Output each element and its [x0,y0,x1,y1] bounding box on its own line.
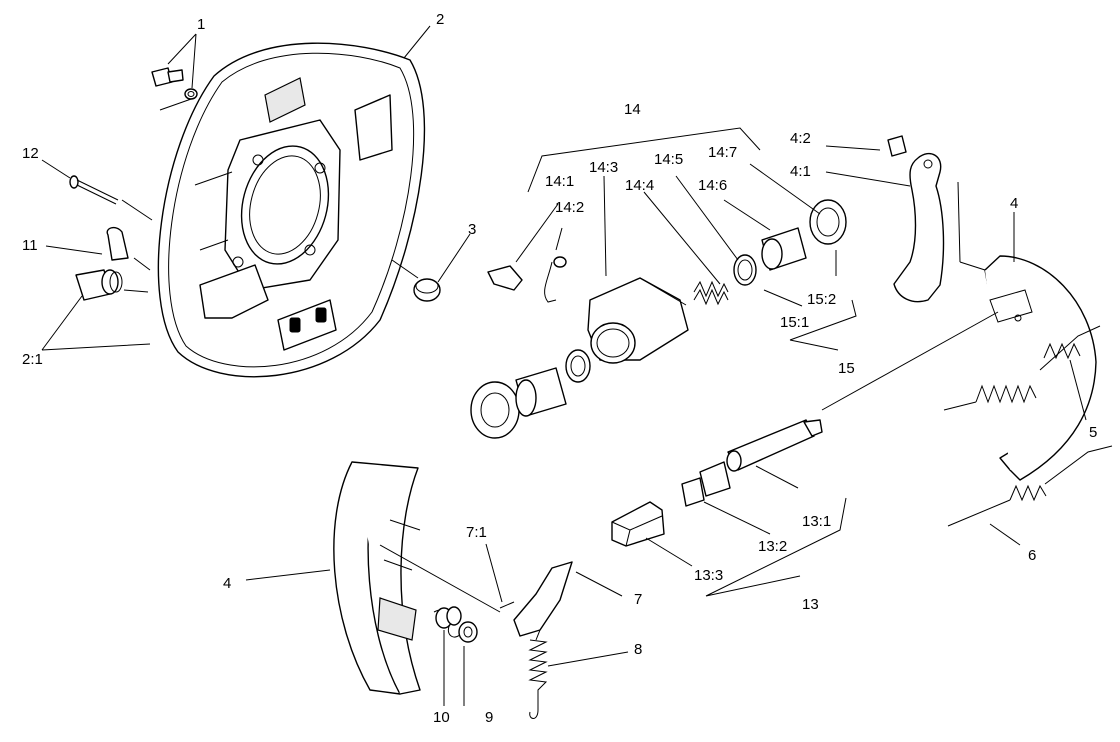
strut [499,561,573,637]
label-14-5: 14:5 [654,151,683,168]
label-3: 3 [468,221,476,238]
parking-spring [528,629,548,719]
label-5: 5 [1089,424,1097,441]
label-11: 11 [22,237,38,254]
label-2-1: 2:1 [22,351,43,368]
label-4-2: 4:2 [790,130,811,147]
clip [106,226,129,261]
label-14: 14 [624,101,641,118]
backing-plate [157,42,426,378]
label-13-3: 13:3 [694,567,723,584]
parking-lever [887,135,945,303]
label-4-top: 4 [1010,195,1018,212]
label-9: 9 [485,709,493,726]
label-6: 6 [1028,547,1036,564]
label-13-2: 13:2 [758,538,787,555]
label-15: 15 [838,360,855,377]
washer [458,621,478,643]
label-8: 8 [634,641,642,658]
wheel-cylinder-assembly [470,199,847,439]
label-2: 2 [436,11,444,28]
label-4-bottom: 4 [223,575,231,592]
label-7: 7 [634,591,642,608]
long-bolt [69,175,119,205]
callout-labels: 1 2 3 12 11 2:1 14 14:1 14:2 14:3 14:4 1… [22,11,1097,726]
label-14-7: 14:7 [708,144,737,161]
assembly-lines [121,97,999,613]
bolt-washer [151,67,198,100]
return-springs [943,325,1113,527]
label-10: 10 [433,709,450,726]
label-1: 1 [197,16,205,33]
label-14-6: 14:6 [698,177,727,194]
label-13-1: 13:1 [802,513,831,530]
label-13: 13 [802,596,819,613]
label-12: 12 [22,145,39,162]
hold-down-spring [433,606,463,638]
label-14-2: 14:2 [555,199,584,216]
label-7-1: 7:1 [466,524,487,541]
brake-shoe-right [984,255,1097,481]
brake-shoe-left [333,461,421,695]
label-15-1: 15:1 [780,314,809,331]
label-14-1: 14:1 [545,173,574,190]
bushing [75,269,123,301]
leader-lines [41,25,1087,706]
label-14-3: 14:3 [589,159,618,176]
label-15-2: 15:2 [807,291,836,308]
adjuster [611,419,823,547]
label-14-4: 14:4 [625,177,654,194]
label-4-1: 4:1 [790,163,811,180]
plug [413,278,441,302]
